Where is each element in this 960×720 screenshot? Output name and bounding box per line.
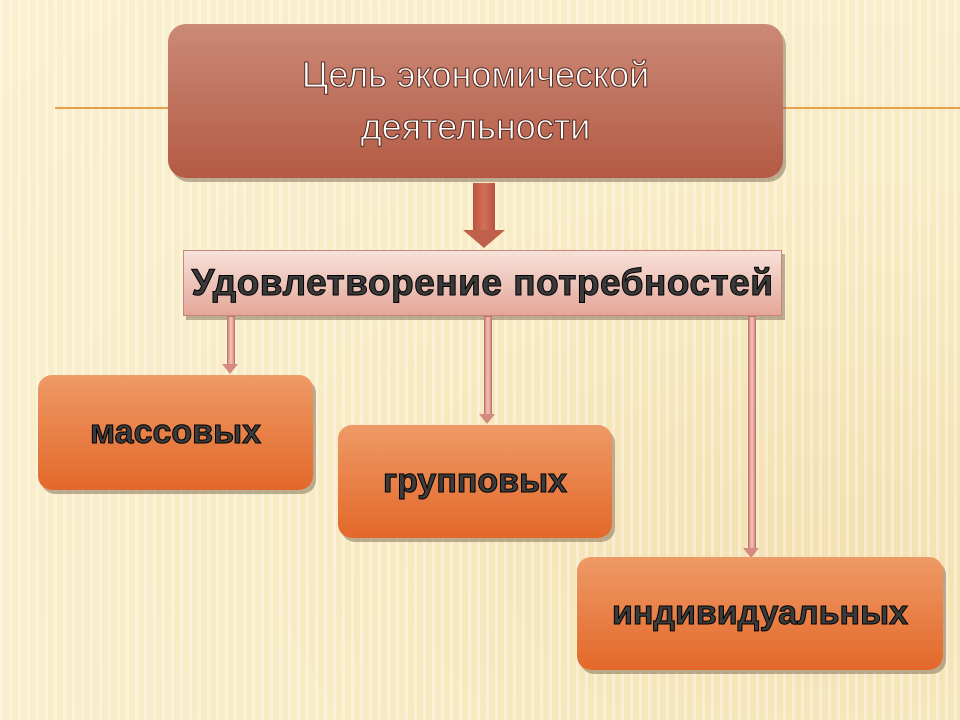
- root-node: Цель экономической деятельности: [168, 24, 783, 178]
- leaf-label: массовых: [89, 413, 262, 452]
- arrow-down-icon: [473, 183, 495, 231]
- connector-gruppovyh: [484, 316, 492, 417]
- leaf-label: групповых: [382, 462, 568, 501]
- leaf-label: индивидуальных: [611, 594, 909, 633]
- middle-node: Удовлетворение потребностей: [183, 250, 782, 316]
- leaf-node-gruppovyh: групповых: [338, 425, 612, 538]
- connector-massovyh: [227, 316, 235, 367]
- connector-individualnyh: [748, 316, 756, 551]
- arrow-head-icon: [479, 414, 495, 424]
- leaf-node-individualnyh: индивидуальных: [577, 557, 943, 670]
- arrow-head-icon: [222, 364, 238, 374]
- root-line-1: Цель экономической: [301, 54, 650, 96]
- arrow-head-icon: [463, 230, 505, 248]
- leaf-node-massovyh: массовых: [38, 375, 313, 490]
- root-line-2: деятельности: [360, 106, 591, 148]
- middle-label: Удовлетворение потребностей: [191, 262, 774, 304]
- arrow-head-icon: [743, 548, 759, 558]
